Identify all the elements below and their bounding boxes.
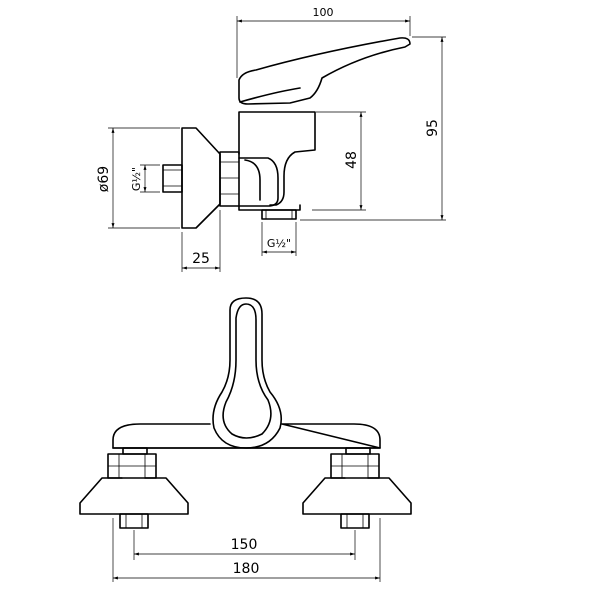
dim-label-body-height: 48 (344, 151, 360, 169)
right-connection (302, 447, 412, 529)
lever-handle (238, 37, 411, 105)
dim-label-inlet-thread: G½" (130, 167, 143, 191)
hex-nut (219, 151, 240, 207)
front-view: 150 180 (79, 297, 412, 582)
dim-label-flange-depth: 25 (192, 251, 210, 267)
front-lever-handle (212, 297, 283, 449)
dim-label-overall-width: 180 (233, 561, 260, 577)
front-body (112, 423, 381, 449)
dim-label-inlet-spacing: 150 (231, 537, 258, 553)
dim-label-length: 100 (313, 6, 334, 19)
inlet-thread (162, 164, 183, 193)
side-view: 100 95 48 ø69 G½" 25 G½" (96, 6, 446, 272)
dim-label-outlet-thread: G½" (267, 237, 291, 250)
left-connection (79, 447, 189, 529)
outlet-thread (261, 209, 297, 220)
wall-flange (181, 127, 221, 229)
dim-label-flange-diameter: ø69 (96, 166, 112, 192)
dim-label-total-height: 95 (425, 119, 441, 137)
